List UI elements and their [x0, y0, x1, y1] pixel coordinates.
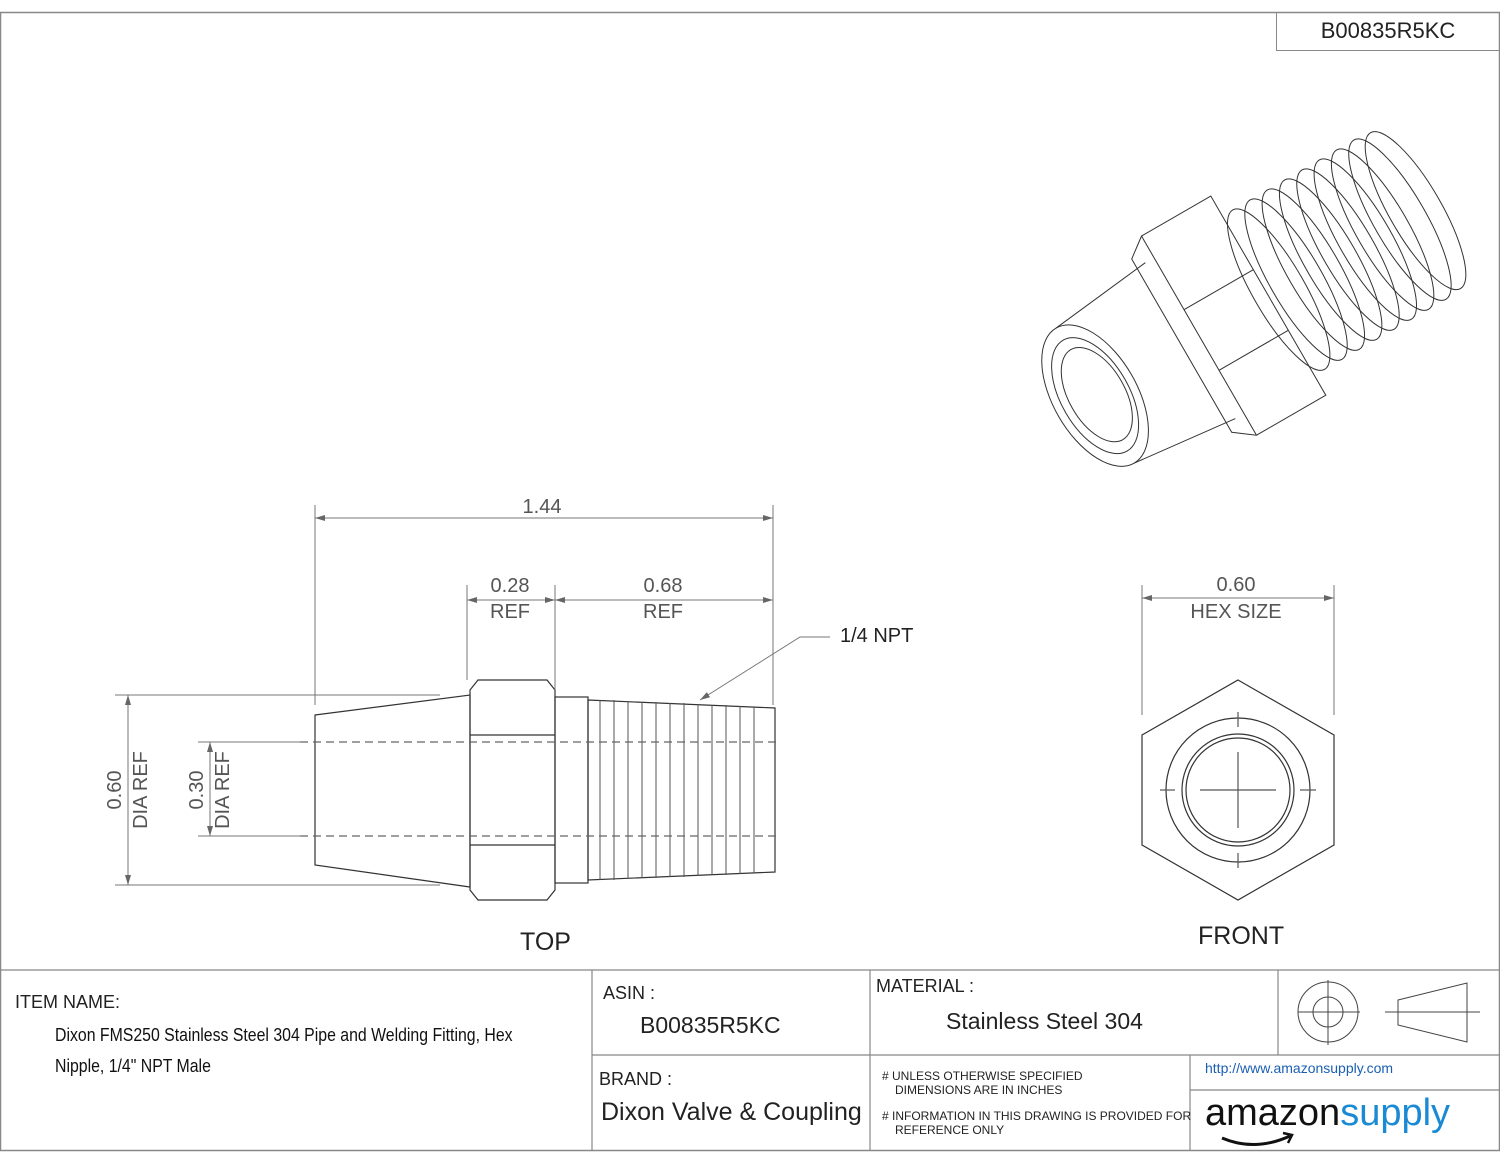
item-name-line1: Dixon FMS250 Stainless Steel 304 Pipe an…: [55, 1025, 513, 1045]
title-block-grid: [0, 969, 1500, 1150]
asin-value: B00835R5KC: [640, 1012, 781, 1038]
amazonsupply-link[interactable]: http://www.amazonsupply.com: [1205, 1060, 1394, 1076]
material-label: MATERIAL :: [876, 976, 975, 996]
dim-hex-length-note: REF: [490, 601, 530, 623]
dim-thread-length-note: REF: [643, 601, 683, 623]
item-name-line2: Nipple, 1/4" NPT Male: [55, 1056, 211, 1076]
brand-label: BRAND :: [599, 1069, 673, 1089]
front-view: [1141, 679, 1335, 901]
note-reference-line1: # INFORMATION IN THIS DRAWING IS PROVIDE…: [882, 1109, 1192, 1123]
note-reference-line2: REFERENCE ONLY: [895, 1123, 1005, 1137]
dim-outer-dia-group: 0.60 DIA REF: [102, 720, 154, 860]
logo-amazon: amazon: [1205, 1092, 1341, 1134]
amazonsupply-logo: amazonsupply: [1205, 1092, 1450, 1135]
item-name-label: ITEM NAME:: [15, 992, 121, 1012]
asin-label: ASIN :: [603, 983, 656, 1003]
dim-inner-dia: 0.30: [186, 770, 208, 810]
dim-hex-size-note: HEX SIZE: [1190, 601, 1282, 623]
header-asin: B00835R5KC: [1320, 18, 1456, 43]
note-units-line1: # UNLESS OTHERWISE SPECIFIED: [882, 1069, 1083, 1083]
logo-supply: supply: [1340, 1092, 1451, 1134]
front-view-label: FRONT: [1198, 922, 1285, 950]
note-units-line2: DIMENSIONS ARE IN INCHES: [895, 1083, 1063, 1097]
dim-thread-length: 0.68: [643, 575, 683, 597]
dim-overall-length: 1.44: [522, 496, 562, 518]
dim-outer-dia-note: DIA REF: [130, 751, 152, 829]
isometric-view: [1041, 131, 1467, 467]
dim-hex-size: 0.60: [1216, 574, 1256, 596]
brand-value: Dixon Valve & Coupling: [601, 1098, 862, 1126]
dim-inner-dia-note: DIA REF: [212, 751, 234, 829]
dim-outer-dia: 0.60: [104, 770, 126, 810]
thread-callout: 1/4 NPT: [840, 625, 914, 647]
top-view: [300, 679, 780, 901]
dim-inner-dia-group: 0.30 DIA REF: [184, 720, 236, 860]
dim-hex-length: 0.28: [490, 575, 530, 597]
projection-symbol-icon: [1297, 980, 1480, 1045]
material-value: Stainless Steel 304: [946, 1008, 1143, 1034]
dimension-lines: [115, 505, 1335, 886]
top-view-label: TOP: [520, 928, 571, 956]
